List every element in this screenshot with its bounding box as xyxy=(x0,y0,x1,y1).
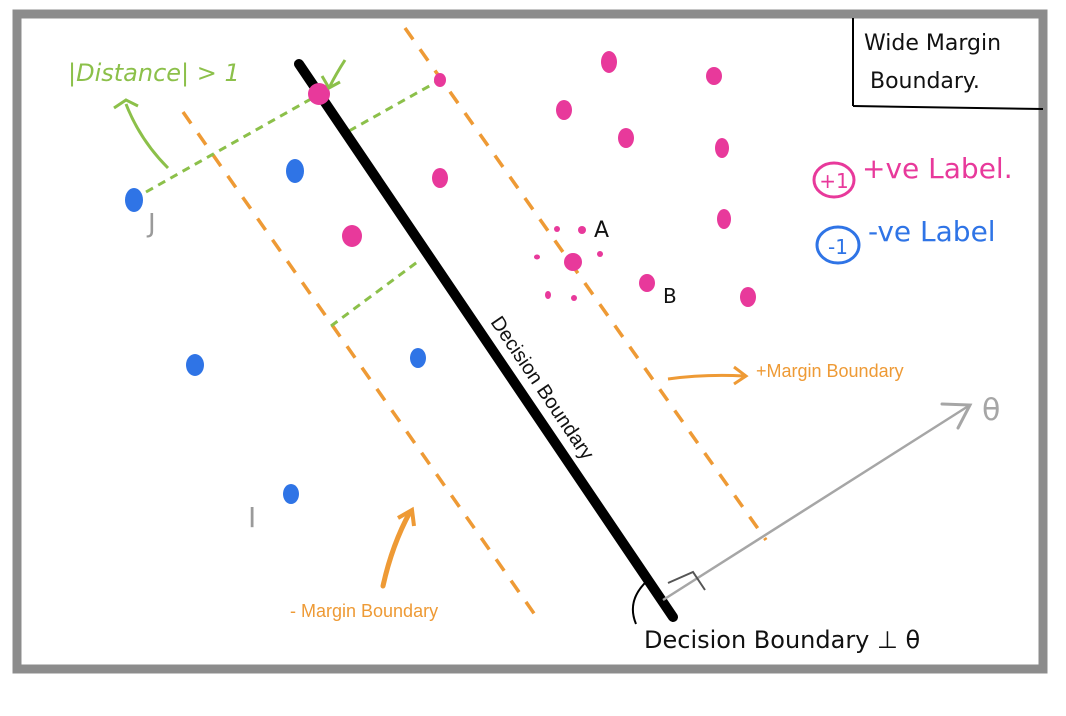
decision-boundary-line xyxy=(294,59,678,622)
negative-legend-symbol: -1 xyxy=(828,235,848,259)
distance-label: |Distance| > 1 xyxy=(68,59,240,87)
positive-points xyxy=(308,51,756,307)
positive-legend-symbol: +1 xyxy=(819,169,848,193)
right-angle-marker xyxy=(667,570,706,591)
distance-line-top xyxy=(348,78,441,133)
positive-point xyxy=(618,128,634,148)
negative-point xyxy=(410,348,426,368)
positive-point xyxy=(706,67,722,85)
distance-arrow-top xyxy=(328,59,347,87)
positive-point xyxy=(715,138,729,158)
negative-point xyxy=(283,484,299,504)
plus-margin-label: +Margin Boundary xyxy=(756,361,904,381)
theta-arrowhead xyxy=(940,402,973,430)
positive-point xyxy=(740,287,756,307)
positive-point xyxy=(639,274,655,292)
minus-margin-arrowhead xyxy=(397,506,416,527)
distance-arrowhead-left xyxy=(113,98,139,110)
positive-dot xyxy=(578,226,586,234)
positive-point xyxy=(717,209,731,229)
positive-dot xyxy=(545,291,551,299)
title-box-line1: Wide Margin xyxy=(864,31,1001,56)
outer-frame xyxy=(12,9,1048,674)
negative-legend-text: -ve Label xyxy=(868,215,996,248)
perp-label: Decision Boundary ⊥ θ xyxy=(644,626,920,654)
lower-margin-boundary xyxy=(181,110,542,624)
point-label-j: J xyxy=(146,209,156,239)
point-label-i: I xyxy=(248,501,256,534)
plus-margin-arrowhead xyxy=(733,365,749,386)
title-box-line2: Boundary. xyxy=(870,69,980,94)
title-box-bottom-border xyxy=(852,105,1044,110)
distance-arrow-left xyxy=(124,103,170,170)
negative-point xyxy=(125,188,143,212)
point-label-a: A xyxy=(594,218,609,243)
perp-hook-stroke xyxy=(632,579,649,625)
distance-line-mid xyxy=(330,258,421,328)
distance-arrowhead-top xyxy=(320,75,341,91)
positive-legend-text: +ve Label. xyxy=(862,152,1013,185)
negative-points xyxy=(125,159,426,504)
positive-dot xyxy=(534,254,540,260)
plus-margin-arrow xyxy=(667,373,745,381)
negative-point xyxy=(286,159,304,183)
negative-point xyxy=(186,354,204,376)
positive-point xyxy=(308,83,330,105)
positive-point xyxy=(342,225,362,247)
point-label-b: B xyxy=(663,284,677,308)
positive-legend-circle xyxy=(812,161,856,199)
upper-margin-boundary xyxy=(403,26,768,542)
positive-point xyxy=(432,168,448,188)
decision-boundary-label: Decision Boundary xyxy=(486,312,598,463)
positive-point xyxy=(434,73,446,87)
positive-dot xyxy=(571,295,577,301)
negative-legend-circle xyxy=(815,225,861,265)
minus-margin-arrow xyxy=(380,509,413,589)
distance-line-j xyxy=(145,93,319,194)
theta-vector xyxy=(662,403,971,602)
positive-dot xyxy=(597,251,603,257)
positive-dot xyxy=(554,226,560,232)
positive-point xyxy=(564,253,582,271)
minus-margin-label: - Margin Boundary xyxy=(290,601,438,621)
positive-point xyxy=(601,51,617,73)
positive-point xyxy=(556,100,572,120)
theta-label: θ xyxy=(982,393,1000,428)
